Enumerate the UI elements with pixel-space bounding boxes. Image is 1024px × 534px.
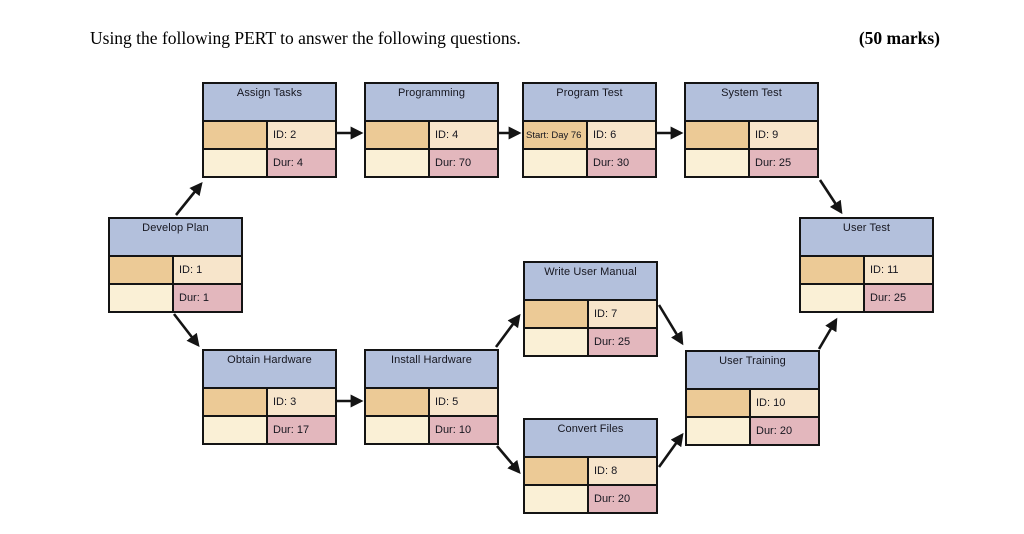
dur-cell: Dur: 20: [589, 486, 656, 512]
dur-row: Dur: 70: [366, 148, 497, 176]
start-cell: [686, 122, 750, 148]
start-cell: [687, 390, 751, 416]
blank-cell: [686, 150, 750, 176]
task-title: Develop Plan: [110, 219, 241, 257]
dur-row: Dur: 25: [525, 327, 656, 355]
blank-cell: [801, 285, 865, 311]
start-cell: [801, 257, 865, 283]
id-row: ID: 5: [366, 389, 497, 415]
id-cell: ID: 4: [430, 122, 497, 148]
task-title: User Test: [801, 219, 932, 257]
dur-cell: Dur: 70: [430, 150, 497, 176]
node-obtain-hardware: Obtain Hardware ID: 3 Dur: 17: [202, 349, 337, 445]
task-title: System Test: [686, 84, 817, 122]
task-title: Assign Tasks: [204, 84, 335, 122]
question-header: Using the following PERT to answer the f…: [90, 28, 940, 49]
blank-cell: [687, 418, 751, 444]
dur-cell: Dur: 25: [865, 285, 932, 311]
id-row: ID: 3: [204, 389, 335, 415]
start-cell: [110, 257, 174, 283]
task-title: Write User Manual: [525, 263, 656, 301]
id-cell: ID: 2: [268, 122, 335, 148]
dur-cell: Dur: 25: [589, 329, 656, 355]
start-cell: [525, 301, 589, 327]
id-row: ID: 1: [110, 257, 241, 283]
task-title: Obtain Hardware: [204, 351, 335, 389]
marks-label: (50 marks): [858, 28, 940, 48]
node-write-user-manual: Write User Manual ID: 7 Dur: 25: [523, 261, 658, 357]
dur-row: Dur: 25: [801, 283, 932, 311]
task-title: Convert Files: [525, 420, 656, 458]
start-cell: [525, 458, 589, 484]
dur-row: Dur: 20: [525, 484, 656, 512]
id-cell: ID: 8: [589, 458, 656, 484]
blank-cell: [525, 486, 589, 512]
start-cell: [204, 122, 268, 148]
start-cell: [366, 122, 430, 148]
node-program-test: Program Test Start: Day 76 ID: 6 Dur: 30: [522, 82, 657, 178]
id-cell: ID: 3: [268, 389, 335, 415]
id-row: ID: 4: [366, 122, 497, 148]
id-cell: ID: 5: [430, 389, 497, 415]
start-cell: Start: Day 76: [524, 122, 588, 148]
node-convert-files: Convert Files ID: 8 Dur: 20: [523, 418, 658, 514]
id-row: ID: 11: [801, 257, 932, 283]
task-title: Install Hardware: [366, 351, 497, 389]
node-programming: Programming ID: 4 Dur: 70: [364, 82, 499, 178]
dur-row: Dur: 20: [687, 416, 818, 444]
node-install-hardware: Install Hardware ID: 5 Dur: 10: [364, 349, 499, 445]
blank-cell: [366, 150, 430, 176]
start-cell: [366, 389, 430, 415]
task-title: Program Test: [524, 84, 655, 122]
id-cell: ID: 6: [588, 122, 655, 148]
dur-row: Dur: 25: [686, 148, 817, 176]
id-cell: ID: 10: [751, 390, 818, 416]
dur-cell: Dur: 4: [268, 150, 335, 176]
start-cell: [204, 389, 268, 415]
id-row: ID: 10: [687, 390, 818, 416]
dur-cell: Dur: 17: [268, 417, 335, 443]
dur-cell: Dur: 1: [174, 285, 241, 311]
dur-row: Dur: 10: [366, 415, 497, 443]
dur-cell: Dur: 20: [751, 418, 818, 444]
id-cell: ID: 1: [174, 257, 241, 283]
blank-cell: [525, 329, 589, 355]
dur-cell: Dur: 25: [750, 150, 817, 176]
node-develop-plan: Develop Plan ID: 1 Dur: 1: [108, 217, 243, 313]
blank-cell: [204, 417, 268, 443]
task-title: Programming: [366, 84, 497, 122]
blank-cell: [204, 150, 268, 176]
id-cell: ID: 9: [750, 122, 817, 148]
id-cell: ID: 11: [865, 257, 932, 283]
dur-row: Dur: 4: [204, 148, 335, 176]
dur-cell: Dur: 10: [430, 417, 497, 443]
node-assign-tasks: Assign Tasks ID: 2 Dur: 4: [202, 82, 337, 178]
dur-row: Dur: 30: [524, 148, 655, 176]
id-row: ID: 9: [686, 122, 817, 148]
id-cell: ID: 7: [589, 301, 656, 327]
dur-row: Dur: 1: [110, 283, 241, 311]
dur-row: Dur: 17: [204, 415, 335, 443]
node-system-test: System Test ID: 9 Dur: 25: [684, 82, 819, 178]
node-user-training: User Training ID: 10 Dur: 20: [685, 350, 820, 446]
task-title: User Training: [687, 352, 818, 390]
question-text: Using the following PERT to answer the f…: [90, 28, 521, 48]
blank-cell: [110, 285, 174, 311]
id-row: ID: 2: [204, 122, 335, 148]
node-user-test: User Test ID: 11 Dur: 25: [799, 217, 934, 313]
blank-cell: [366, 417, 430, 443]
dur-cell: Dur: 30: [588, 150, 655, 176]
id-row: ID: 7: [525, 301, 656, 327]
id-row: Start: Day 76 ID: 6: [524, 122, 655, 148]
blank-cell: [524, 150, 588, 176]
id-row: ID: 8: [525, 458, 656, 484]
